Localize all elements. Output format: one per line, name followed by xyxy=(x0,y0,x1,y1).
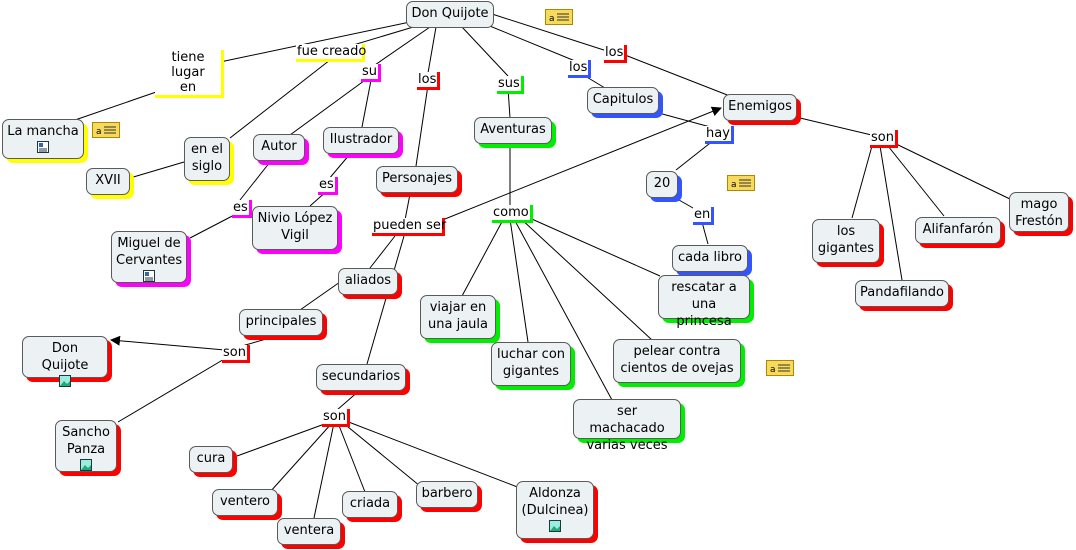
note-icon[interactable]: a xyxy=(92,122,120,138)
node-ilustrador[interactable]: Ilustrador xyxy=(323,127,399,154)
svg-text:a: a xyxy=(549,14,555,24)
node-barbero[interactable]: barbero xyxy=(416,481,478,508)
link-label-los-personajes: los xyxy=(417,72,441,90)
node-pelear-contra-ovejas[interactable]: pelear contra cientos de ovejas xyxy=(613,339,741,383)
node-label: Aldonza (Dulcinea) xyxy=(521,486,589,518)
node-secundarios[interactable]: secundarios xyxy=(316,364,406,391)
link-label-fue-creado: fue creado xyxy=(296,44,366,62)
image-icon[interactable] xyxy=(549,520,561,532)
node-cada-libro[interactable]: cada libro xyxy=(672,245,748,272)
note-icon[interactable]: a xyxy=(727,175,755,191)
link-label-su: su xyxy=(361,64,382,82)
document-icon[interactable] xyxy=(37,141,49,153)
node-pandafilando[interactable]: Pandafilando xyxy=(855,280,949,307)
svg-text:a: a xyxy=(96,127,102,137)
node-viajar-en-una-jaula[interactable]: viajar en una jaula xyxy=(420,295,496,339)
node-autor[interactable]: Autor xyxy=(253,134,305,161)
node-en-el-siglo[interactable]: en el siglo xyxy=(184,137,230,181)
link-label-son-enemigos: son xyxy=(870,130,898,148)
node-label: La mancha xyxy=(7,124,79,139)
link-label-es-autor: es xyxy=(232,200,252,218)
node-don-quijote-character[interactable]: Don Quijote xyxy=(22,336,108,387)
node-label: Sancho Panza xyxy=(62,425,110,457)
node-label: Don Quijote xyxy=(41,341,89,373)
node-ventero[interactable]: ventero xyxy=(212,489,278,516)
node-sancho-panza[interactable]: Sancho Panza xyxy=(55,420,117,472)
note-icon[interactable]: a xyxy=(766,360,794,376)
node-alifanfaron[interactable]: Alifanfarón xyxy=(915,217,1001,244)
node-ser-machacado[interactable]: ser machacado varias veces xyxy=(573,399,681,453)
svg-text:a: a xyxy=(731,180,737,190)
link-label-hay: hay xyxy=(705,126,734,144)
document-icon[interactable] xyxy=(143,270,155,282)
node-aliados[interactable]: aliados xyxy=(338,268,398,295)
note-icon[interactable]: a xyxy=(545,9,573,25)
link-label-son-secundarios: son xyxy=(322,409,350,427)
node-rescatar-princesa[interactable]: rescatar a una princesa xyxy=(658,275,750,329)
node-mago-freston[interactable]: mago Frestón xyxy=(1009,192,1069,232)
link-label-los-capitulos: los xyxy=(568,60,592,78)
node-enemigos[interactable]: Enemigos xyxy=(723,94,797,121)
link-label-son-principales: son xyxy=(222,345,250,363)
node-root-don-quijote[interactable]: Don Quijote xyxy=(406,1,494,28)
node-miguel-de-cervantes[interactable]: Miguel de Cervantes xyxy=(111,231,187,283)
link-label-como: como xyxy=(492,205,533,223)
link-label-tiene-lugar: tiene lugar en xyxy=(155,50,224,98)
node-nivio-lopez-vigil[interactable]: Nivio López Vigil xyxy=(252,206,338,250)
node-principales[interactable]: principales xyxy=(239,309,323,336)
image-icon[interactable] xyxy=(80,459,92,471)
node-cura[interactable]: cura xyxy=(189,446,233,473)
node-ventera[interactable]: ventera xyxy=(277,518,341,545)
node-la-mancha[interactable]: La mancha xyxy=(2,119,84,159)
node-xvii[interactable]: XVII xyxy=(86,168,130,195)
link-label-los-enemigos: los xyxy=(604,45,628,63)
node-criada[interactable]: criada xyxy=(342,491,398,518)
svg-text:a: a xyxy=(770,365,776,375)
node-capitulos[interactable]: Capitulos xyxy=(587,87,659,114)
link-label-sus: sus xyxy=(497,76,524,94)
node-20[interactable]: 20 xyxy=(646,171,678,198)
node-label: Miguel de Cervantes xyxy=(116,236,183,268)
image-icon[interactable] xyxy=(59,375,71,387)
node-los-gigantes[interactable]: los gigantes xyxy=(812,219,880,263)
node-aventuras[interactable]: Aventuras xyxy=(474,117,552,144)
link-label-en: en xyxy=(693,207,715,225)
node-luchar-con-gigantes[interactable]: luchar con gigantes xyxy=(491,342,571,386)
link-label-pueden-ser: pueden ser xyxy=(372,218,446,236)
link-label-es-ilustrador: es xyxy=(318,177,338,195)
node-personajes[interactable]: Personajes xyxy=(376,166,458,193)
node-aldonza[interactable]: Aldonza (Dulcinea) xyxy=(516,481,594,539)
